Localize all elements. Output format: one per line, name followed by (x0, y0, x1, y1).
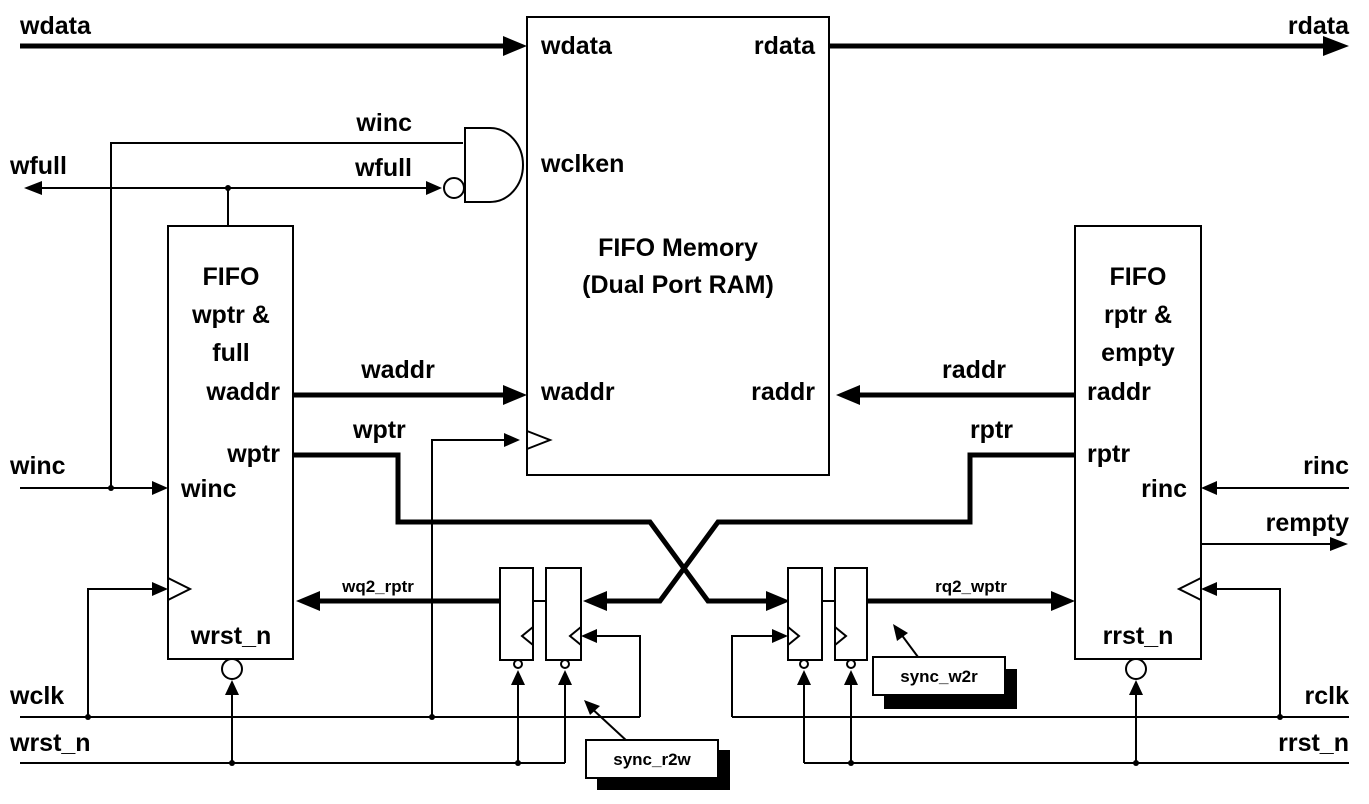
callout-sync-w2r-label: sync_w2r (900, 667, 978, 686)
port-rrst-n: rrst_n (1278, 729, 1349, 757)
sig-wfull-label: wfull (354, 154, 412, 182)
mem-rdata-label: rdata (754, 32, 816, 60)
callout-sync-r2w-label: sync_r2w (613, 750, 691, 769)
sync-w2r-flops (787, 567, 868, 669)
rblock-title-2: rptr & (1104, 301, 1172, 329)
sig-raddr-label: raddr (942, 356, 1006, 384)
labels: wdata rdata wfull winc wclk wrst_n rinc … (9, 12, 1350, 769)
rblock-rinc: rinc (1141, 475, 1187, 503)
wires (20, 36, 1349, 766)
sig-wq2-rptr-label: wq2_rptr (341, 577, 414, 596)
wblock-title-1: FIFO (203, 263, 260, 291)
port-rclk: rclk (1305, 682, 1350, 710)
sig-rptr-label: rptr (970, 416, 1013, 444)
rptr-empty-block (1074, 225, 1202, 680)
port-rempty: rempty (1266, 509, 1349, 537)
mem-title-2: (Dual Port RAM) (582, 271, 774, 299)
port-wfull: wfull (9, 152, 67, 180)
sig-winc-label: winc (355, 109, 412, 137)
sig-wptr-label: wptr (352, 416, 406, 444)
port-rinc: rinc (1303, 452, 1349, 480)
port-wdata: wdata (19, 12, 92, 40)
mem-wclken-label: wclken (540, 150, 624, 178)
wblock-wrst-n: wrst_n (190, 622, 272, 650)
sig-rq2-wptr-label: rq2_wptr (935, 577, 1007, 596)
mem-wdata-label: wdata (540, 32, 613, 60)
sync-r2w-flops (499, 567, 582, 669)
rblock-title-3: empty (1101, 339, 1175, 367)
sig-waddr-label: waddr (360, 356, 435, 384)
rblock-rrst-n: rrst_n (1103, 622, 1174, 650)
mem-waddr-label: waddr (540, 378, 615, 406)
mem-raddr-label: raddr (751, 378, 815, 406)
wblock-wptr: wptr (226, 440, 280, 468)
fifo-memory-block (526, 16, 830, 476)
wblock-title-3: full (212, 339, 250, 367)
wblock-winc: winc (180, 475, 237, 503)
port-winc: winc (9, 452, 66, 480)
rblock-title-1: FIFO (1110, 263, 1167, 291)
rblock-rptr: rptr (1087, 440, 1130, 468)
and-gate (443, 127, 524, 203)
wptr-full-block (167, 225, 294, 680)
rblock-raddr: raddr (1087, 378, 1151, 406)
port-rdata: rdata (1288, 12, 1350, 40)
callout-sync-w2r (872, 624, 1017, 709)
wblock-waddr: waddr (205, 378, 280, 406)
port-wrst-n: wrst_n (9, 729, 91, 757)
callout-sync-r2w (584, 700, 730, 790)
mem-title-1: FIFO Memory (598, 234, 758, 262)
wblock-title-2: wptr & (191, 301, 270, 329)
port-wclk: wclk (9, 682, 64, 710)
